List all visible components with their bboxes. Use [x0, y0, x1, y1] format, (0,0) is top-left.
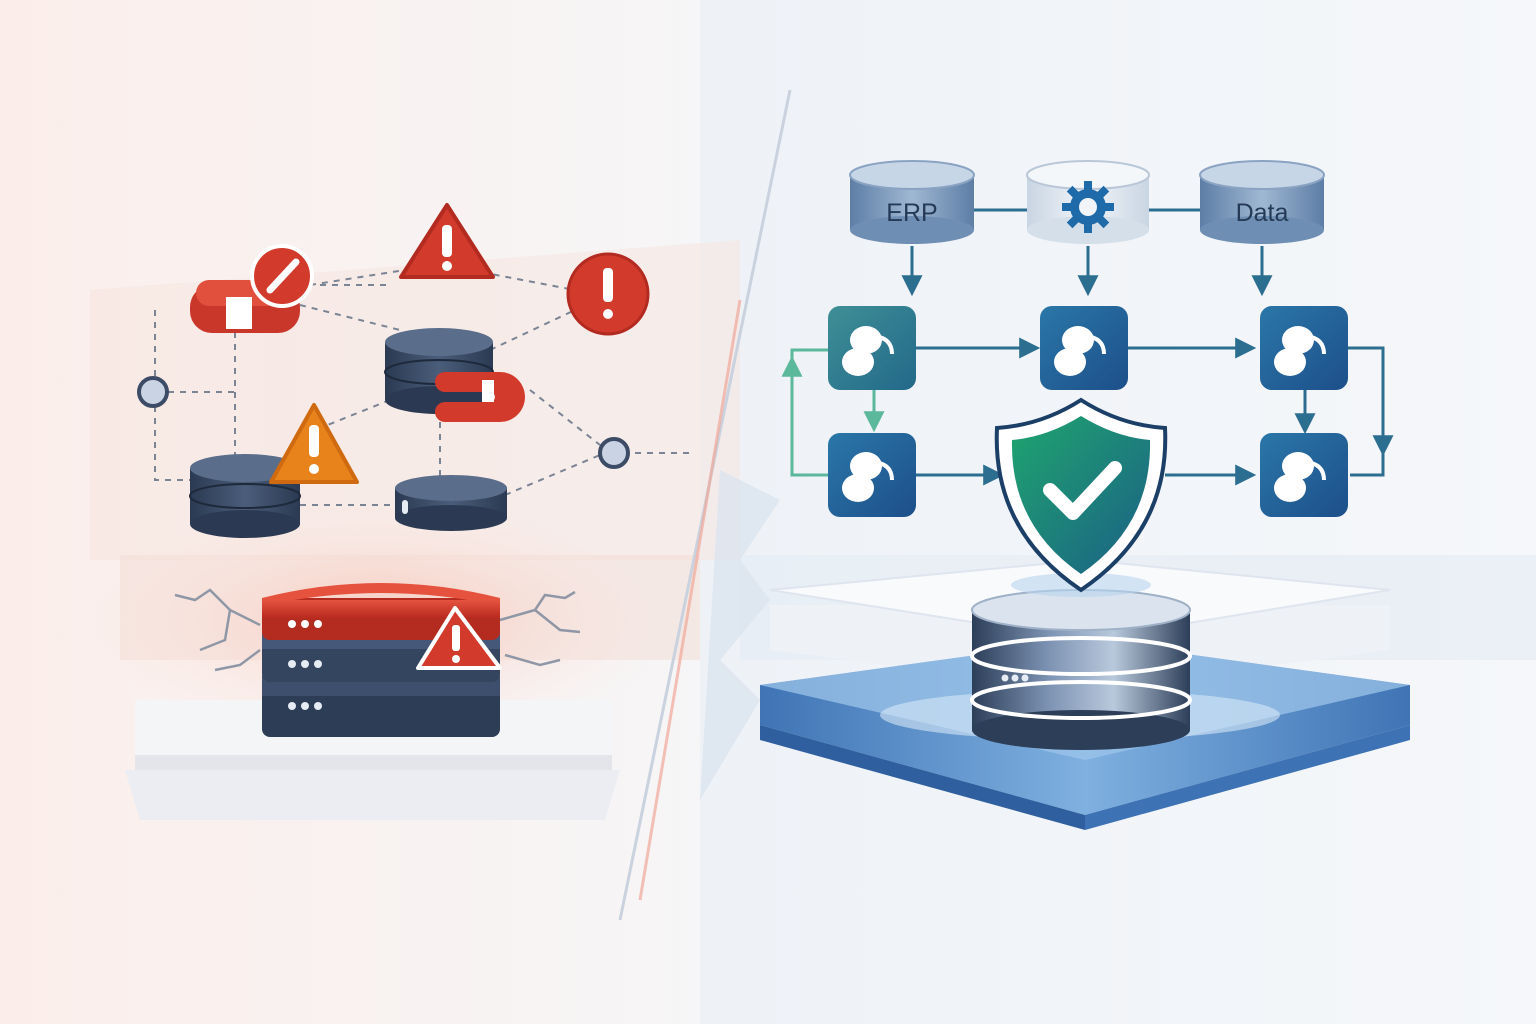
flow-node [1260, 306, 1348, 390]
source-label: Data [1236, 199, 1289, 227]
database-cylinder [395, 475, 507, 531]
source-db-data: Data [1200, 161, 1324, 244]
flow-node [828, 306, 916, 390]
secure-database [972, 590, 1190, 750]
source-db-erp: ERP [850, 161, 974, 244]
connector-node [139, 378, 167, 406]
gear-icon [1062, 181, 1114, 233]
database-cylinder [385, 328, 493, 414]
error-circle-icon [568, 254, 648, 334]
flow-node [1040, 306, 1128, 390]
connector-node [600, 439, 628, 467]
flow-node [828, 433, 916, 517]
flow-node [1260, 433, 1348, 517]
source-db-gear [1027, 161, 1149, 244]
source-label: ERP [886, 199, 937, 227]
